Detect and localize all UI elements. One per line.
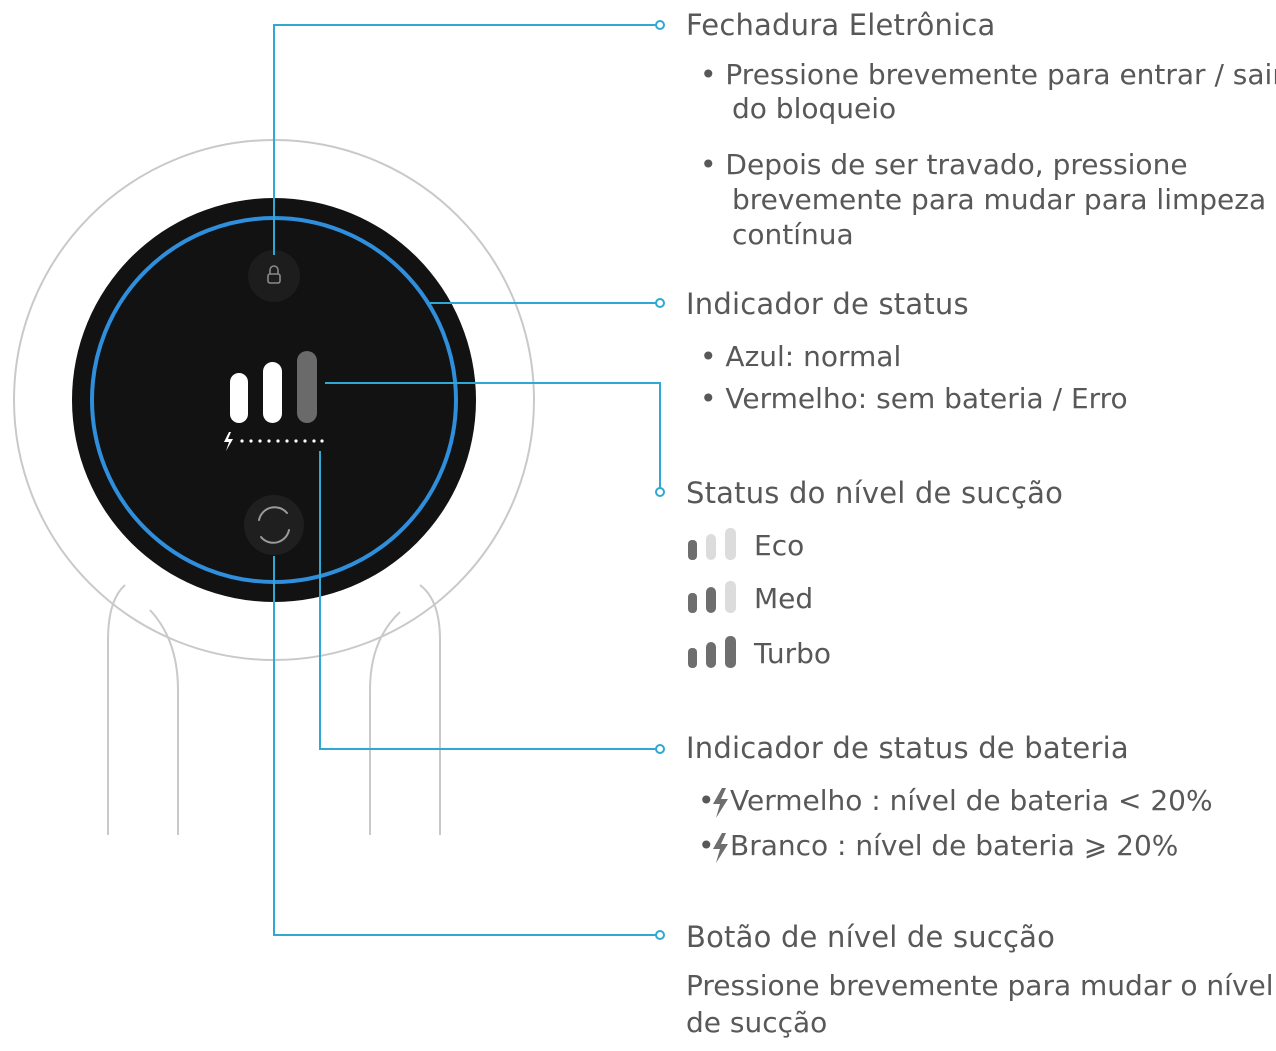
status-bullet-red: • Vermelho: sem bateria / Erro (700, 382, 1128, 415)
callout-endpoints (655, 20, 665, 940)
lock-button[interactable] (248, 250, 300, 302)
lock-icon (267, 265, 281, 284)
battery-bullet-2-prefix: • (698, 829, 715, 862)
button-desc-line-2: de sucção (686, 1006, 828, 1039)
lightning-icon (713, 788, 728, 818)
suction-bars-legend (688, 528, 736, 668)
suction-bars-icon-turbo (688, 636, 736, 668)
suction-title: Status do nível de sucção (686, 476, 1064, 510)
lock-bullet-1-line-1: • Pressione brevemente para entrar / sai… (700, 58, 1276, 91)
suction-bars-icon-eco (688, 528, 736, 560)
suction-bars-icon-med (688, 581, 736, 613)
cycle-icon (258, 506, 290, 544)
suction-level-med: Med (754, 582, 814, 615)
lightning-icon (713, 833, 728, 863)
lock-bullet-2-line-3: contínua (732, 218, 854, 251)
lock-title: Fechadura Eletrônica (686, 8, 996, 42)
lock-bullet-2-line-1: • Depois de ser travado, pressione (700, 148, 1188, 181)
suction-level-eco: Eco (754, 529, 805, 562)
suction-bar-1 (230, 373, 248, 423)
suction-bar-3 (297, 351, 317, 423)
status-title: Indicador de status (686, 287, 969, 321)
callout-lines (273, 24, 661, 936)
suction-level-button[interactable] (244, 495, 304, 555)
suction-level-indicator (230, 351, 317, 423)
battery-bullet-white: Branco : nível de bateria ⩾ 20% (730, 829, 1179, 862)
lock-bullet-1-line-2: do bloqueio (732, 92, 897, 125)
battery-bullet-1-prefix: • (698, 784, 715, 817)
suction-bar-2 (263, 362, 282, 423)
status-bullet-blue: • Azul: normal (700, 340, 902, 373)
suction-level-turbo: Turbo (754, 637, 832, 670)
lightning-icon (224, 432, 233, 451)
lock-bullet-2-line-2: brevemente para mudar para limpeza (732, 183, 1267, 216)
battery-indicator (224, 432, 324, 451)
button-title: Botão de nível de sucção (686, 920, 1056, 954)
battery-bullet-red: Vermelho : nível de bateria < 20% (730, 784, 1213, 817)
button-desc-line-1: Pressione brevemente para mudar o nível (686, 969, 1274, 1002)
battery-title: Indicador de status de bateria (686, 731, 1129, 765)
